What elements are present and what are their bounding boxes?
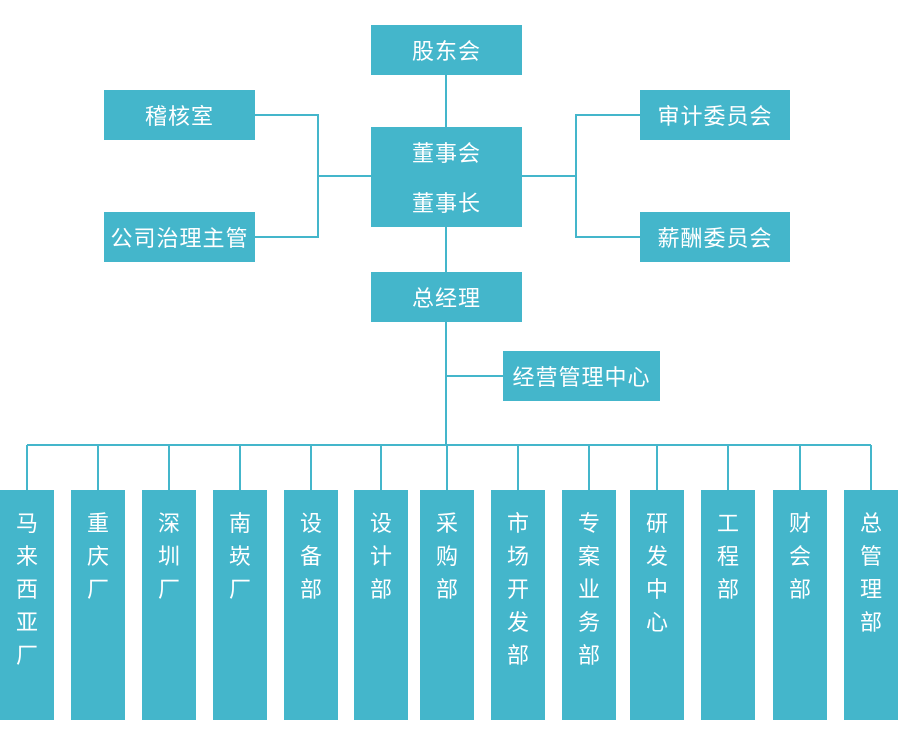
remuneration-committee-box: 薪酬委员会 bbox=[640, 212, 790, 262]
department-label: 设计部 bbox=[369, 512, 392, 603]
operations-center-box: 经营管理中心 bbox=[503, 351, 660, 401]
department-label: 财会部 bbox=[788, 512, 811, 603]
department-box: 总管理部 bbox=[844, 490, 898, 720]
board-label: 董事会 bbox=[411, 142, 481, 167]
department-box: 设计部 bbox=[354, 490, 408, 720]
shareholders-label: 股东会 bbox=[411, 40, 481, 65]
department-box: 市场开发部 bbox=[491, 490, 545, 720]
shareholders-box: 股东会 bbox=[371, 25, 522, 75]
general-manager-box: 总经理 bbox=[371, 272, 522, 322]
department-label: 研发中心 bbox=[645, 512, 668, 636]
remuneration-committee-label: 薪酬委员会 bbox=[657, 227, 773, 252]
audit-office-box: 稽核室 bbox=[104, 90, 255, 140]
department-box: 财会部 bbox=[773, 490, 827, 720]
department-label: 设备部 bbox=[299, 512, 322, 603]
department-box: 设备部 bbox=[284, 490, 338, 720]
audit-committee-box: 审计委员会 bbox=[640, 90, 790, 140]
department-label: 采购部 bbox=[435, 512, 458, 603]
department-box: 专案业务部 bbox=[562, 490, 616, 720]
department-box: 工程部 bbox=[701, 490, 755, 720]
general-manager-label: 总经理 bbox=[411, 287, 481, 312]
department-label: 重庆厂 bbox=[86, 512, 109, 603]
department-box: 深圳厂 bbox=[142, 490, 196, 720]
department-label: 深圳厂 bbox=[157, 512, 180, 603]
department-label: 工程部 bbox=[716, 512, 739, 603]
department-box: 研发中心 bbox=[630, 490, 684, 720]
department-label: 马来西亚厂 bbox=[15, 512, 38, 669]
department-label: 专案业务部 bbox=[577, 512, 600, 669]
board-box: 董事会 董事长 bbox=[371, 127, 522, 227]
department-label: 南崁厂 bbox=[228, 512, 251, 603]
department-label: 总管理部 bbox=[859, 512, 882, 636]
corporate-governance-box: 公司治理主管 bbox=[104, 212, 255, 262]
department-box: 马来西亚厂 bbox=[0, 490, 54, 720]
operations-center-label: 经营管理中心 bbox=[512, 366, 651, 391]
chairman-label: 董事长 bbox=[411, 192, 481, 217]
audit-committee-label: 审计委员会 bbox=[657, 105, 773, 130]
corporate-governance-label: 公司治理主管 bbox=[110, 227, 249, 252]
department-box: 重庆厂 bbox=[71, 490, 125, 720]
department-box: 南崁厂 bbox=[213, 490, 267, 720]
department-box: 采购部 bbox=[420, 490, 474, 720]
audit-office-label: 稽核室 bbox=[144, 105, 214, 130]
department-label: 市场开发部 bbox=[506, 512, 529, 669]
